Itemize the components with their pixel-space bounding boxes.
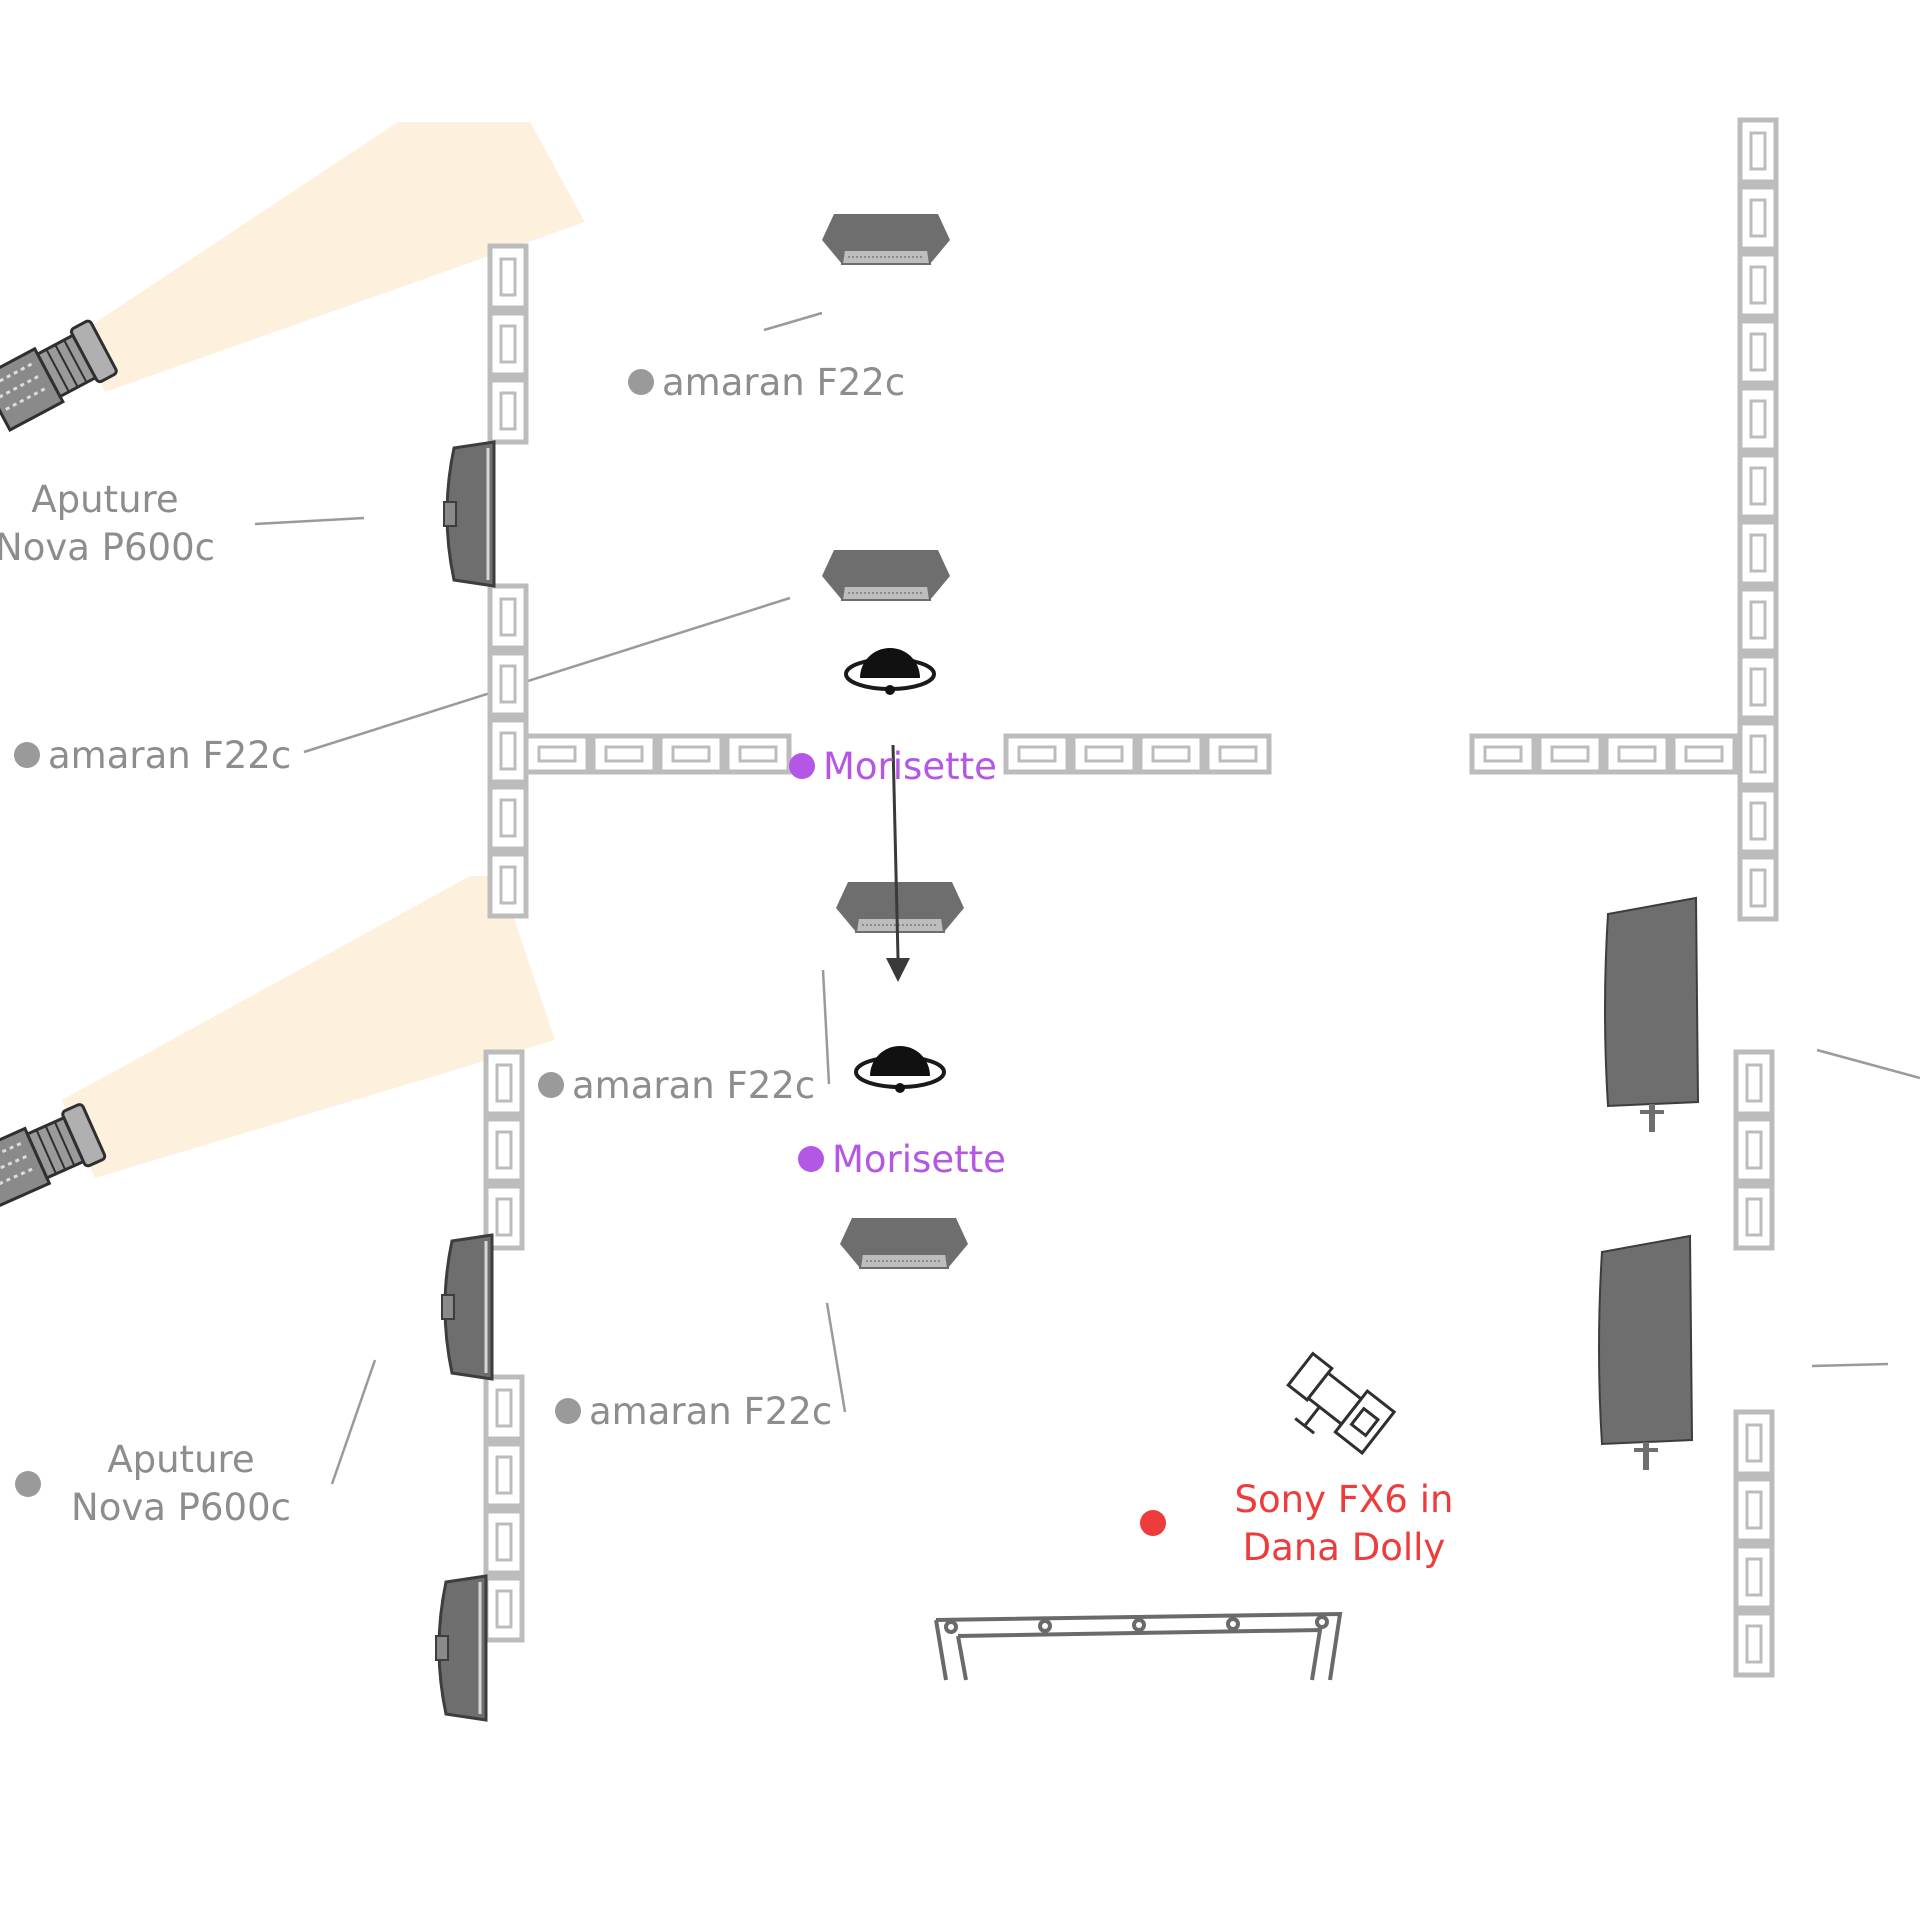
- frame-cross-wall: [526, 736, 1735, 772]
- nova-label-line2: Nova P600c: [71, 1486, 291, 1530]
- nova-label-bottom: Aputure Nova P600c: [58, 1436, 304, 1532]
- f22c-label: amaran F22c: [662, 361, 906, 404]
- spotlight-icon: [0, 1101, 108, 1210]
- flag-icon: [1599, 1236, 1692, 1470]
- label-dot: [15, 1471, 41, 1497]
- panel-light-icon: [839, 1217, 969, 1269]
- softbox-icon: [442, 440, 496, 588]
- camera-label-line1: Sony FX6 in: [1234, 1478, 1454, 1521]
- beam-spotlight-top: [78, 122, 585, 392]
- label-dot: [14, 742, 40, 768]
- label-dot: [628, 369, 654, 395]
- camera-label-line2: Dana Dolly: [1242, 1526, 1446, 1570]
- person-icon: [854, 1044, 946, 1095]
- nova-label-line1: Aputure: [107, 1438, 255, 1481]
- talent-label: Morisette: [832, 1138, 1006, 1181]
- f22c-label: amaran F22c: [48, 734, 292, 777]
- camera-dot: [1140, 1510, 1166, 1536]
- leader-lines: [254, 311, 1920, 1485]
- movement-arrow-icon: [886, 744, 910, 982]
- label-dot: [538, 1072, 564, 1098]
- camera-icon: [1286, 1351, 1397, 1456]
- f22c-label: amaran F22c: [572, 1064, 816, 1107]
- label-dot: [555, 1398, 581, 1424]
- softbox-icon: [434, 1574, 488, 1722]
- flag-icon: [1605, 898, 1698, 1132]
- panel-light-icon: [821, 213, 951, 265]
- f22c-label: amaran F22c: [589, 1390, 833, 1433]
- beam-spotlight-bottom: [62, 876, 555, 1178]
- nova-label-line1: Aputure: [31, 478, 179, 521]
- talent-dot: [798, 1146, 824, 1172]
- panel-light-icon: [835, 881, 965, 933]
- panel-light-icon: [821, 549, 951, 601]
- dolly-track-icon: [934, 1611, 1343, 1681]
- softbox-icon: [440, 1233, 494, 1381]
- nova-label-top: Aputure Nova P600c: [0, 476, 220, 572]
- nova-label-line2: Nova P600c: [0, 526, 215, 570]
- camera-label: Sony FX6 in Dana Dolly: [1214, 1476, 1474, 1572]
- frame-right-wall: [1736, 120, 1776, 1675]
- talent-label: Morisette: [823, 745, 997, 788]
- talent-dot: [789, 753, 815, 779]
- person-icon: [844, 646, 936, 697]
